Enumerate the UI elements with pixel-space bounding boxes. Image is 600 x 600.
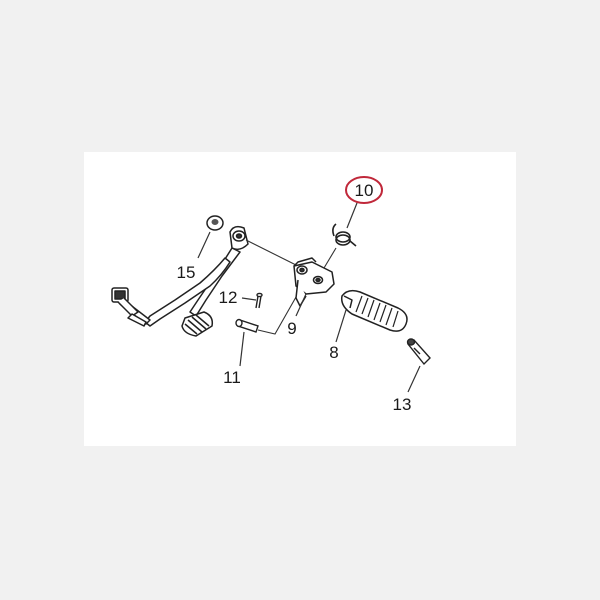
label-11: 11 xyxy=(223,368,241,387)
assembly-line xyxy=(245,239,299,267)
part-13[interactable]: 13 xyxy=(393,338,431,414)
pedal-arm xyxy=(111,225,249,337)
bracket-part xyxy=(293,257,335,307)
spring-part xyxy=(332,223,357,247)
label-12: 12 xyxy=(219,288,238,307)
part-9[interactable]: 9 xyxy=(287,257,335,338)
leader-line-13 xyxy=(407,365,421,393)
assembly-line xyxy=(257,289,301,335)
footrest-part xyxy=(340,289,408,332)
leader-line-11 xyxy=(239,331,245,367)
highlight-circle xyxy=(345,176,383,204)
label-15: 15 xyxy=(177,263,196,282)
leader-line-9 xyxy=(295,293,307,317)
part-12[interactable]: 12 xyxy=(219,288,263,309)
pin-part xyxy=(235,318,259,333)
label-10: 10 xyxy=(355,181,374,200)
part-10[interactable]: 10 xyxy=(332,176,383,247)
leader-line-8 xyxy=(335,309,347,343)
part-11[interactable]: 11 xyxy=(223,318,259,388)
assembly-line xyxy=(323,247,337,269)
cotter-pin-part xyxy=(255,292,263,309)
label-9: 9 xyxy=(287,319,296,338)
leader-line-10 xyxy=(346,202,358,229)
label-13: 13 xyxy=(393,395,412,414)
part-8[interactable]: 8 xyxy=(329,289,408,362)
leader-line-15 xyxy=(197,231,211,259)
pivot-pin-part xyxy=(406,338,431,366)
label-8: 8 xyxy=(329,343,338,362)
leader-line-12 xyxy=(241,297,257,301)
washer-part xyxy=(206,215,224,231)
part-15[interactable]: 15 xyxy=(177,215,224,282)
pedal-rubber xyxy=(181,311,214,337)
